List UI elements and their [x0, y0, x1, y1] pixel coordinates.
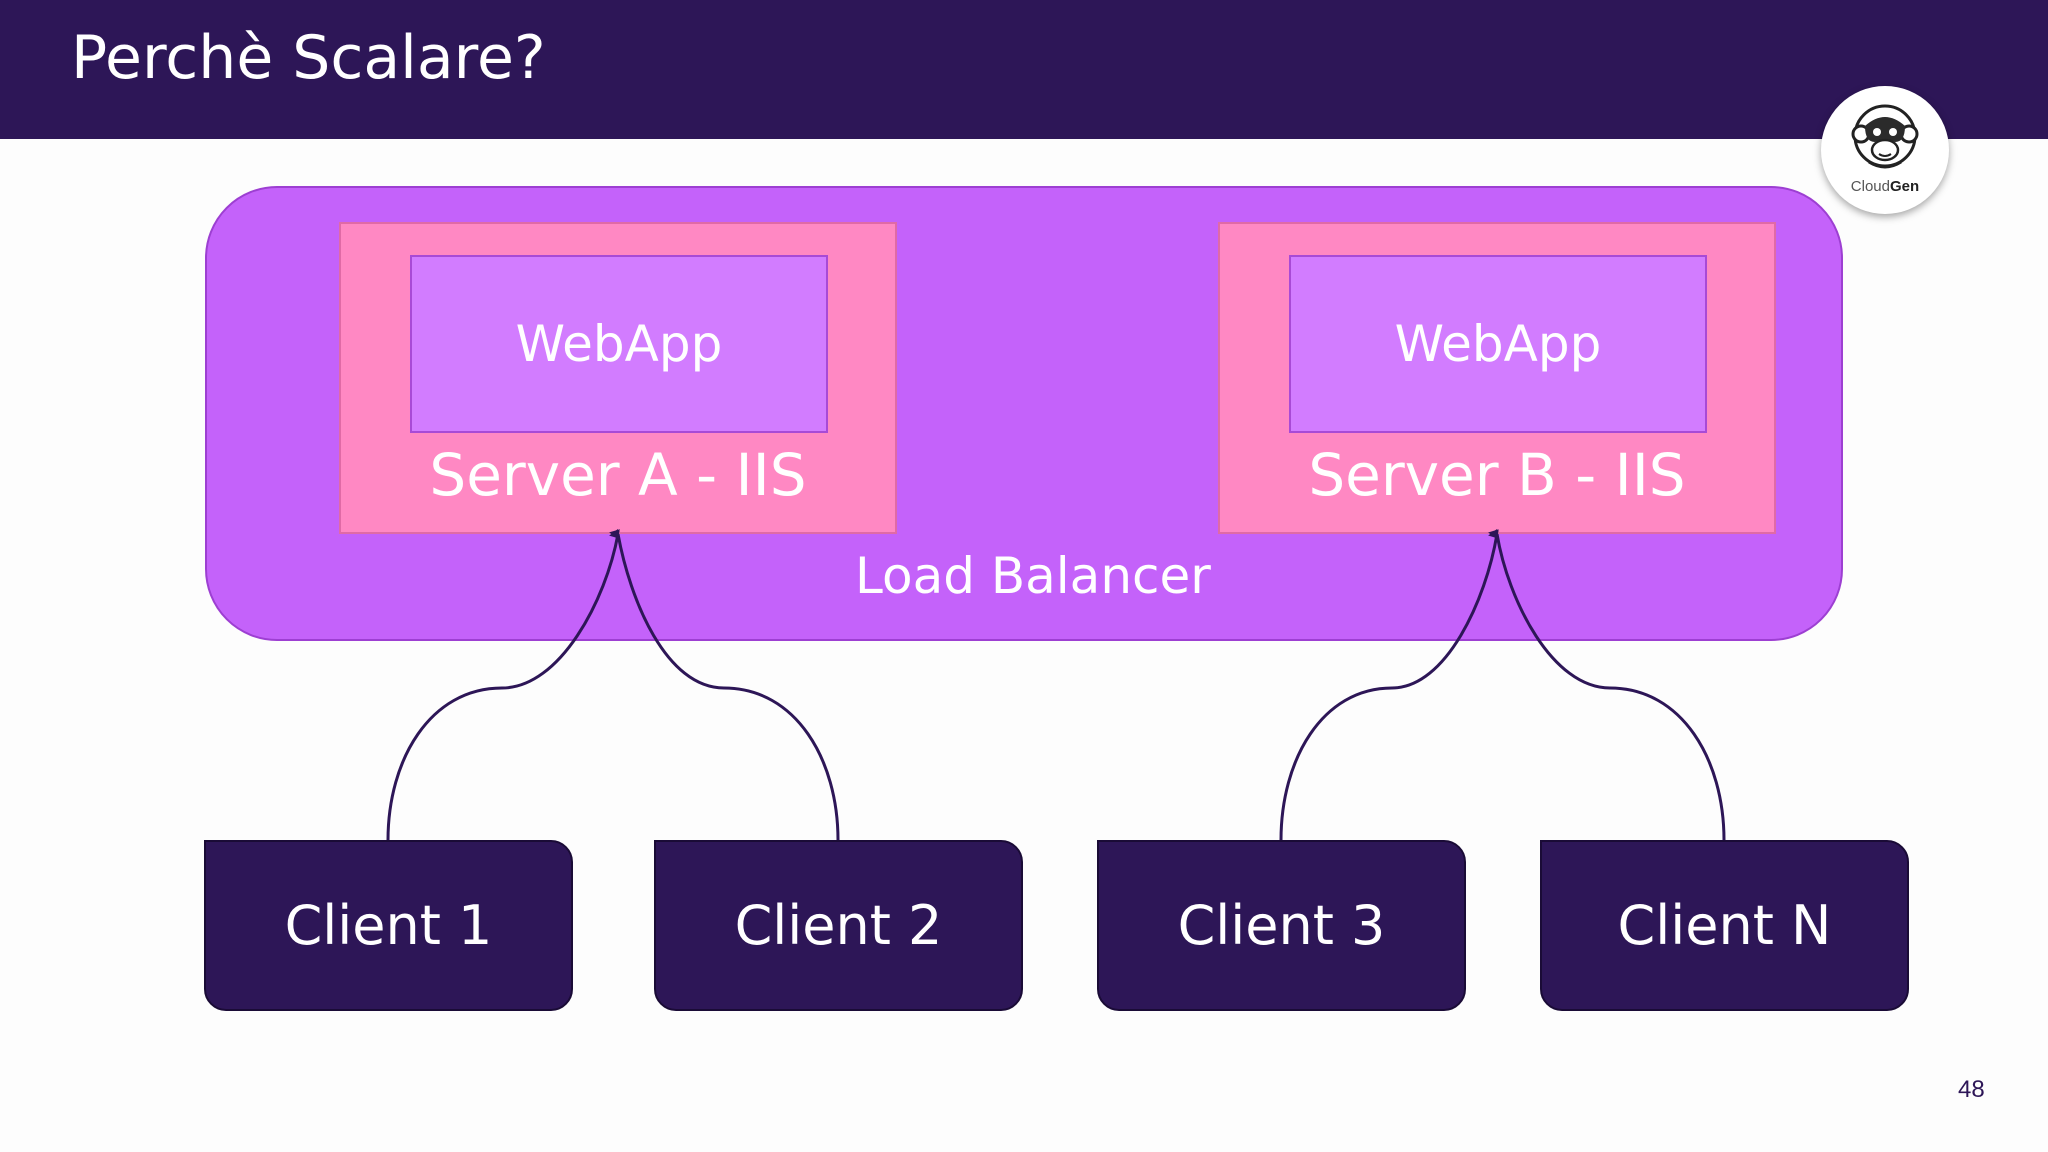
logo-brand: CloudGen [1821, 178, 1949, 195]
monkey-icon [1851, 104, 1919, 169]
server-a-label: Server A - IIS [429, 441, 807, 509]
connector-client-2 [609, 528, 840, 841]
logo-brand-light: Cloud [1850, 178, 1890, 195]
connector-client-n [1488, 528, 1726, 841]
slide-header: Perchè Scalare? [0, 0, 2048, 139]
client-2-box: Client 2 [654, 840, 1023, 1011]
page-number: 48 [1958, 1076, 1985, 1103]
logo-brand-bold: Gen [1890, 178, 1920, 195]
connector-client-3 [1279, 529, 1499, 841]
connector-client-1 [386, 529, 620, 841]
client-n-box: Client N [1540, 840, 1909, 1011]
client-1-box: Client 1 [204, 840, 573, 1011]
webapp-a-box: WebApp [410, 255, 828, 433]
server-b-box: WebApp Server B - IIS [1218, 222, 1776, 534]
server-a-box: WebApp Server A - IIS [339, 222, 897, 534]
client-3-box: Client 3 [1097, 840, 1466, 1011]
cloudgen-logo: CloudGen [1821, 86, 1949, 214]
webapp-b-box: WebApp [1289, 255, 1707, 433]
server-b-label: Server B - IIS [1308, 441, 1686, 509]
load-balancer-label: Load Balancer [855, 547, 1211, 605]
slide-title: Perchè Scalare? [71, 23, 546, 93]
